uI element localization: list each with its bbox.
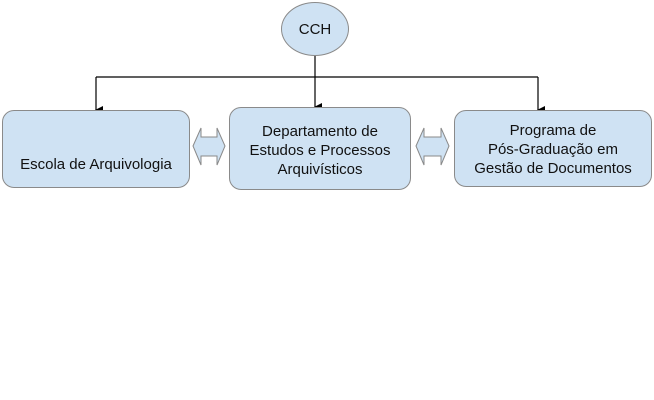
node-label: Escola de Arquivologia <box>20 156 172 173</box>
node-label-line: Pós-Graduação em <box>487 141 619 158</box>
node-label-line: Programa de <box>509 122 597 139</box>
node-label-line: Departamento de <box>262 123 378 140</box>
node-label-line: Estudos e Processos <box>249 142 391 159</box>
node-departamento: Departamento de Estudos e Processos Arqu… <box>229 107 411 190</box>
node-label: CCH <box>298 20 332 38</box>
double-arrow-right <box>415 127 450 166</box>
node-label-line: Arquivísticos <box>277 161 363 178</box>
node-cch: CCH <box>281 2 349 56</box>
node-programa-pos-graduacao: Programa de Pós-Graduação em Gestão de D… <box>454 110 652 187</box>
node-escola-arquivologia: Escola de Arquivologia <box>2 110 190 188</box>
double-arrow-left <box>192 127 226 166</box>
node-label-line: Gestão de Documentos <box>474 160 632 177</box>
